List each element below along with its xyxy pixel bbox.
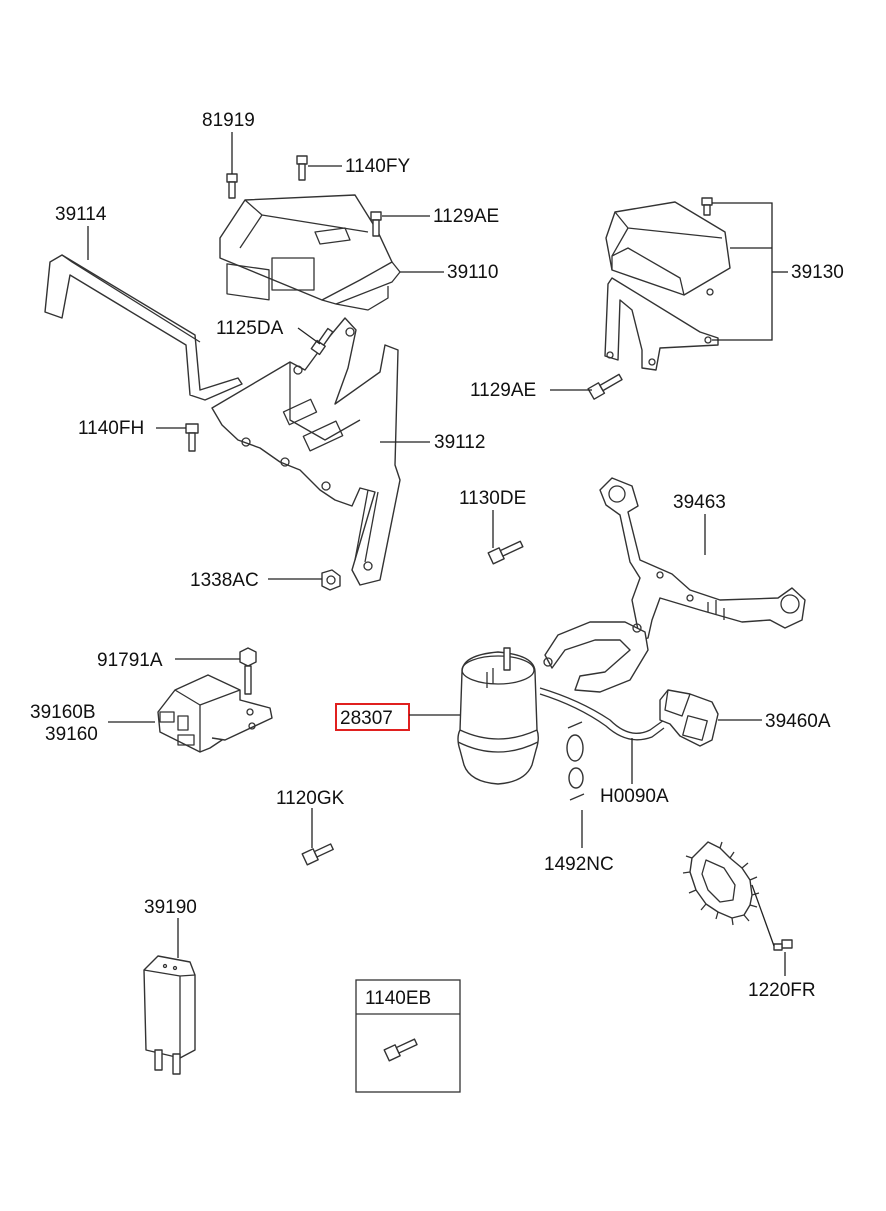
leader-lines — [87, 132, 788, 976]
bolt-91791A[interactable] — [239, 647, 257, 695]
bolt-1220FR[interactable] — [773, 939, 793, 951]
label-1130DE[interactable]: 1130DE — [459, 488, 526, 509]
label-1140FH[interactable]: 1140FH — [78, 418, 144, 439]
bolt-1129AE-mid[interactable] — [587, 372, 623, 400]
highlight-box-28307 — [335, 703, 410, 731]
valve-39460A[interactable] — [659, 689, 719, 747]
label-39190[interactable]: 39190 — [144, 897, 197, 918]
canister-28307[interactable] — [457, 647, 539, 785]
bolt-1140FY[interactable] — [296, 155, 308, 181]
label-1140EB[interactable]: 1140EB — [365, 988, 431, 1009]
label-1220FR[interactable]: 1220FR — [748, 980, 816, 1001]
label-39112[interactable]: 39112 — [434, 432, 485, 453]
bolt-1140FH[interactable] — [185, 423, 199, 452]
bracket-39114[interactable] — [44, 254, 243, 401]
callout-box-1140EB — [355, 979, 461, 1093]
label-39110[interactable]: 39110 — [447, 262, 498, 283]
label-1120GK[interactable]: 1120GK — [276, 788, 345, 809]
label-1492NC[interactable]: 1492NC — [544, 854, 614, 875]
module-39130[interactable] — [604, 201, 731, 371]
label-39114[interactable]: 39114 — [55, 204, 107, 225]
nut-1338AC[interactable] — [321, 569, 341, 591]
bolt-1125DA[interactable] — [310, 327, 334, 356]
label-81919[interactable]: 81919 — [202, 110, 255, 131]
label-39463[interactable]: 39463 — [673, 492, 726, 513]
ecu-module-39110[interactable] — [219, 194, 401, 311]
label-39130[interactable]: 39130 — [791, 262, 844, 283]
label-28307[interactable]: 28307 — [340, 708, 393, 729]
part-labels: 81919 1140FY 39114 1129AE 39110 39130 11… — [30, 110, 844, 1009]
label-1129AE-top[interactable]: 1129AE — [433, 206, 499, 227]
bolt-1130DE[interactable] — [487, 539, 524, 565]
sprocket-gear[interactable] — [682, 841, 760, 926]
screw-39130[interactable] — [701, 197, 713, 216]
label-39160[interactable]: 39160 — [45, 724, 98, 745]
label-1338AC[interactable]: 1338AC — [190, 570, 259, 591]
hose-H0090A[interactable] — [539, 687, 665, 741]
bolt-1120GK[interactable] — [301, 841, 334, 866]
fasteners — [185, 155, 793, 1062]
label-39460A[interactable]: 39460A — [765, 711, 831, 732]
bolt-1129AE-top[interactable] — [370, 211, 382, 237]
bolt-1140EB[interactable] — [383, 1036, 418, 1062]
relay-39160[interactable] — [157, 674, 273, 753]
label-39160B[interactable]: 39160B — [30, 702, 96, 723]
label-91791A[interactable]: 91791A — [97, 650, 163, 671]
label-1129AE-mid[interactable]: 1129AE — [470, 380, 536, 401]
label-H0090A[interactable]: H0090A — [600, 786, 669, 807]
bracket-39112[interactable] — [211, 317, 401, 586]
bracket-39463[interactable] — [599, 477, 806, 641]
clamp-bracket[interactable] — [543, 621, 649, 693]
bolt-81919[interactable] — [226, 173, 238, 199]
relay-39190[interactable] — [143, 955, 196, 1075]
label-1140FY[interactable]: 1140FY — [345, 156, 410, 177]
clip-1492NC[interactable] — [566, 721, 585, 801]
label-1125DA[interactable]: 1125DA — [216, 318, 284, 339]
